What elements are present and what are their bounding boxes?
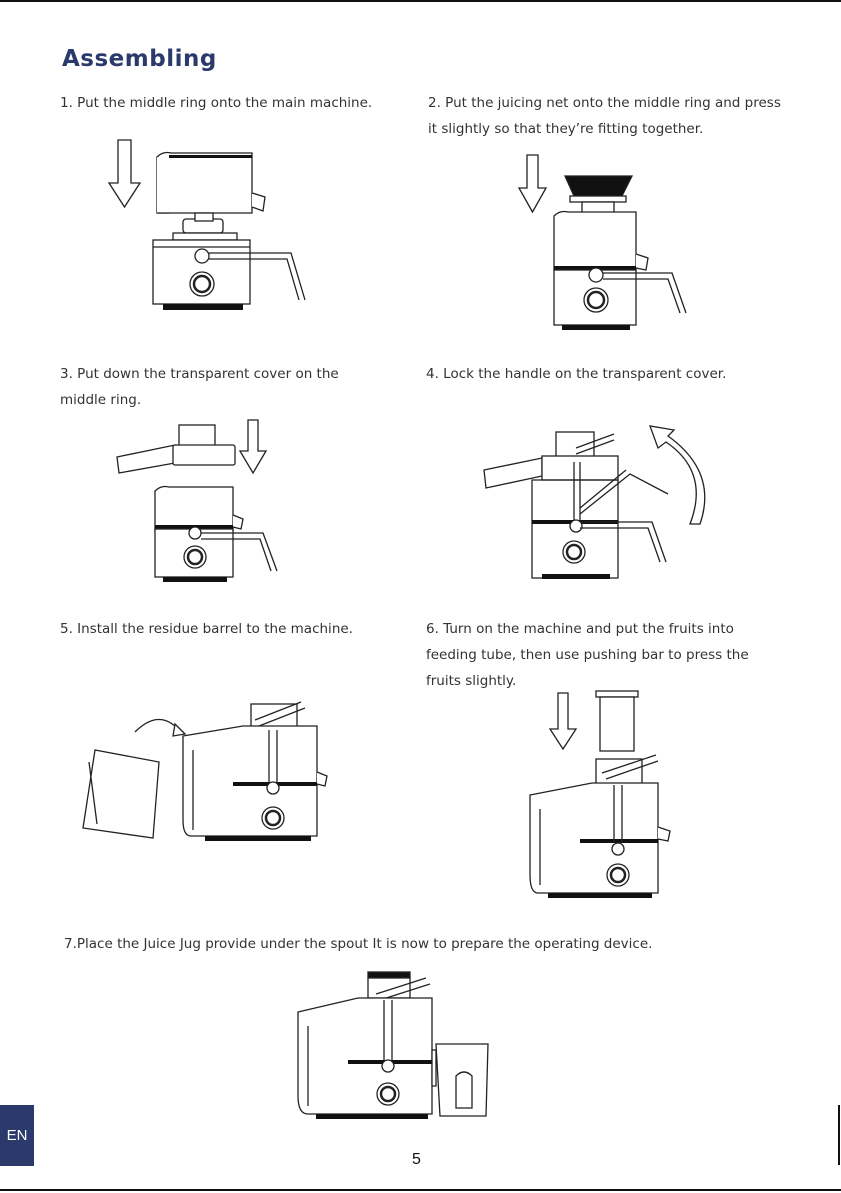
down-arrow-icon [238,419,268,475]
step-4-text: 4. Lock the handle on the transparent co… [426,366,727,382]
edge-marker [838,1105,840,1165]
step-6-illustration [520,685,690,905]
curved-arrow-icon [649,425,706,525]
page-number: 5 [412,1151,421,1168]
step-2-text: 2. Put the juicing net onto the middle r… [428,95,781,137]
step-7-illustration [290,968,505,1133]
down-arrow-icon [517,154,548,214]
bottom-rule [0,1189,841,1191]
step-1-illustration [105,135,320,320]
step-7-text: 7.Place the Juice Jug provide under the … [64,936,653,952]
step-1-text: 1. Put the middle ring onto the main mac… [60,95,373,111]
language-tab: EN [0,1105,34,1166]
step-5-illustration [75,690,335,850]
step-4-illustration [480,418,720,583]
curved-arrow-icon [134,718,187,737]
page-title: Assembling [62,46,217,72]
step-6-text: 6. Turn on the machine and put the fruit… [426,621,749,689]
step-5-text: 5. Install the residue barrel to the mac… [60,621,353,637]
step-2-illustration [510,150,695,330]
step-3-text: 3. Put down the transparent cover on the… [60,366,339,408]
down-arrow-icon [548,692,578,751]
down-arrow-icon [107,139,142,209]
top-rule [0,0,841,2]
step-3-illustration [115,415,295,585]
